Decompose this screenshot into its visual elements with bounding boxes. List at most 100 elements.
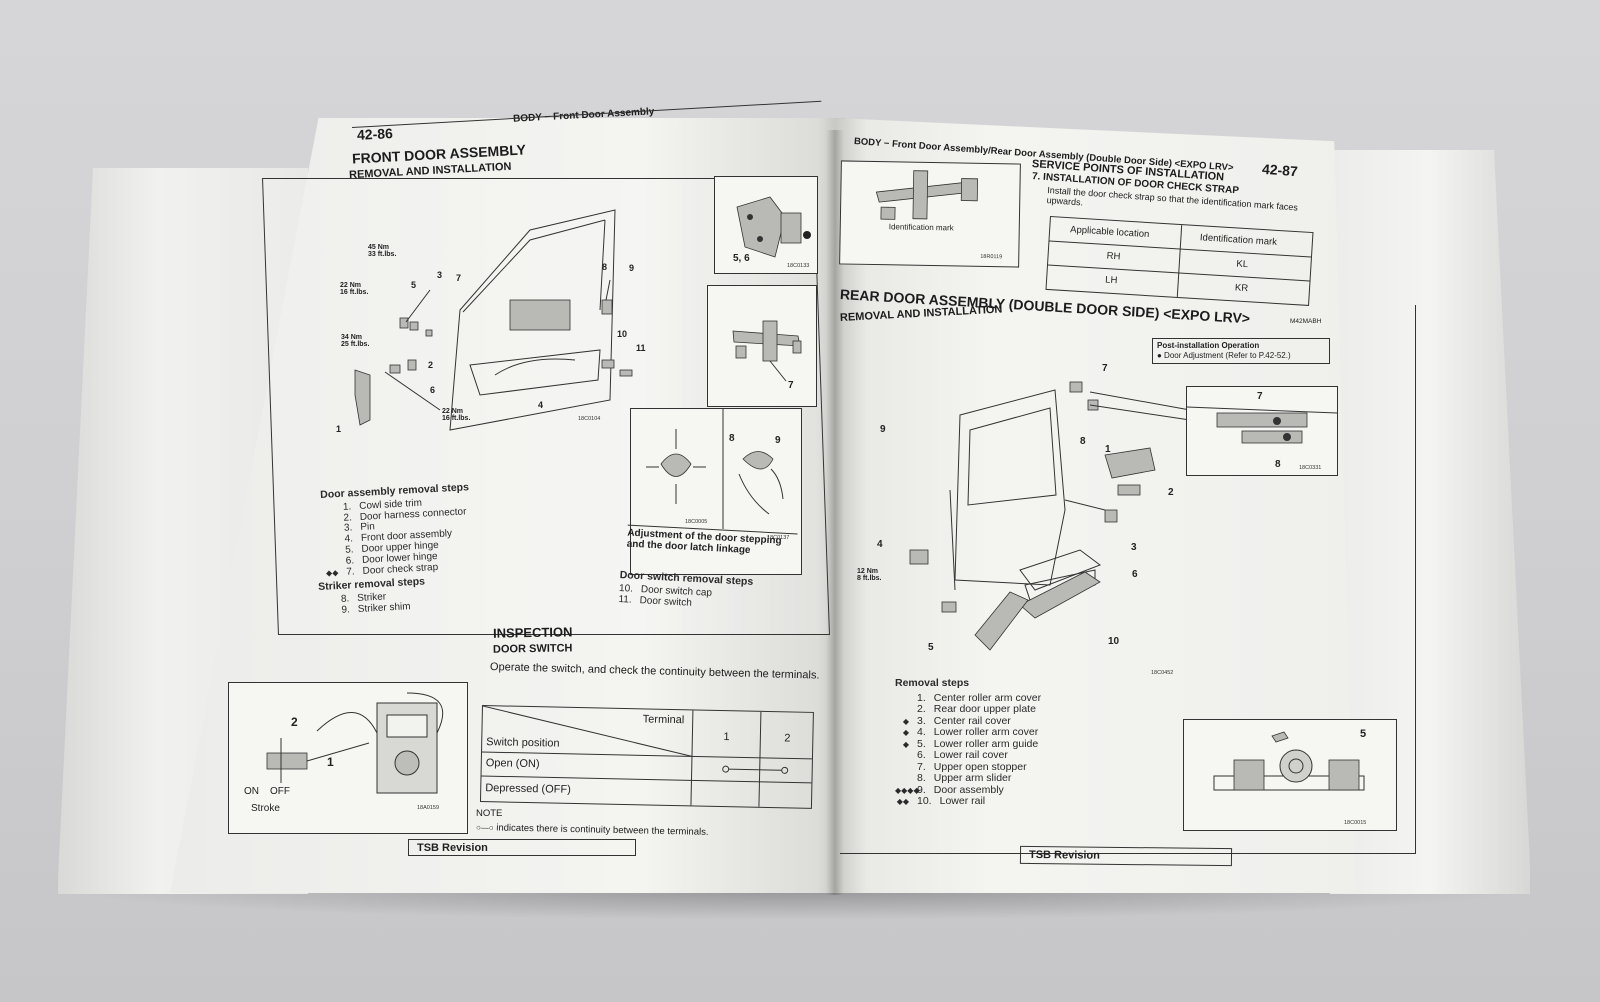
table-row: Depressed (OFF) [485, 782, 571, 796]
table-cell: KR [1234, 282, 1249, 295]
left-page-number: 42-86 [356, 125, 394, 143]
callout-number: 8 [1080, 436, 1086, 447]
table-cell: LH [1104, 274, 1118, 287]
switch-removal-steps: Door switch removal steps 10.Door switch… [618, 569, 753, 612]
inspection-title: INSPECTION [492, 624, 573, 641]
check-strap-inset: 7 [707, 285, 817, 407]
list-item: 7.Upper open stopper [917, 760, 1027, 773]
callout-number: 10 [617, 329, 628, 339]
table-cell: KL [1236, 258, 1249, 271]
callout-number: 4 [877, 539, 883, 550]
striker-adjustment-illustration [646, 409, 784, 529]
tsb-revision-box: TSB Revision [1019, 845, 1233, 867]
list-item: 1.Center roller arm cover [917, 691, 1042, 704]
inset-label: 5, 6 [733, 253, 750, 264]
callout-number: 2 [428, 360, 434, 370]
continuity-table: Terminal Switch position 1 2 Open (ON) D… [479, 705, 814, 809]
callout-number: 7 [456, 273, 462, 283]
figure-code: 18C0331 [1299, 465, 1322, 471]
figure-code: 18C0015 [1344, 820, 1367, 826]
check-strap-illustration [732, 320, 802, 382]
inset-label: 9 [775, 435, 781, 446]
callout-number: 9 [880, 424, 886, 435]
hinge-inset: 5, 6 18C0133 [714, 176, 818, 274]
callout-number: 5 [1360, 728, 1367, 740]
figure-code: 18C0104 [578, 416, 601, 422]
callout-number: 4 [538, 400, 544, 410]
upper-stopper-illustration [1186, 406, 1338, 444]
callout-number: 7 [1102, 363, 1108, 374]
list-item: ◆◆◆◆9.Door assembly [895, 783, 1004, 796]
table-row: Open (ON) [485, 757, 540, 771]
inset-label: 8 [729, 433, 735, 444]
callout-number: 5 [928, 642, 934, 653]
figure-code: 18A0159 [417, 805, 440, 811]
steps-heading: Removal steps [895, 677, 970, 689]
list-item: 8.Upper arm slider [917, 772, 1012, 784]
lower-roller-illustration [1213, 731, 1365, 791]
callout-number: 9 [629, 263, 635, 273]
rear-door-removal-steps: Removal steps 1.Center roller arm cover … [895, 677, 1042, 808]
upper-stopper-inset: 7 8 18C0331 [1186, 386, 1338, 476]
adjustment-inset: 8 9 18C0005 18C0137 Adjustment of the do… [626, 408, 802, 575]
table-cell: RH [1106, 250, 1121, 263]
switch-label: 1 [327, 755, 334, 769]
callout-number: 5 [411, 280, 417, 290]
table-grid [481, 706, 812, 807]
book-gutter [826, 130, 844, 895]
callout-number: 8 [1275, 459, 1281, 470]
list-item: ◆4.Lower roller arm cover [902, 726, 1039, 738]
table-header: Terminal [642, 713, 685, 727]
callout-number: 11 [636, 343, 646, 353]
door-removal-steps: Door assembly removal steps 1.Cowl side … [320, 481, 473, 579]
list-item: ◆5.Lower roller arm guide [902, 737, 1039, 750]
table-header: Switch position [486, 736, 560, 750]
list-item: 2.Rear door upper plate [917, 703, 1036, 715]
identification-inset: Identification mark 18R0119 [839, 160, 1021, 268]
rear-door-exploded-diagram [909, 381, 1191, 651]
figure-code: 18R0119 [980, 253, 1003, 261]
callout-number: 2 [1168, 487, 1174, 498]
right-page-number: 42-87 [1261, 160, 1299, 180]
tsb-revision-box: TSB Revision [408, 839, 636, 856]
multimeter-illustration [266, 692, 444, 794]
door-switch-title: DOOR SWITCH [492, 642, 573, 656]
switch-label: ON [244, 786, 259, 797]
figure-code: 18C0133 [787, 263, 810, 269]
callout-number: 6 [430, 385, 436, 395]
callout-number: 8 [602, 262, 608, 272]
list-item: ◆◆10.Lower rail [896, 795, 986, 807]
table-cell: 2 [784, 732, 791, 745]
post-install-heading: Post-installation Operation [1157, 341, 1260, 350]
striker-removal-steps: Striker removal steps 8.Striker 9.Strike… [318, 575, 427, 617]
check-strap-id-illustration [875, 170, 979, 220]
front-door-exploded-diagram [354, 209, 633, 431]
rear-door-figure-frame [840, 305, 1416, 854]
callout-number: 10 [1108, 636, 1120, 647]
callout-number: 7 [1257, 391, 1263, 402]
switch-label: OFF [270, 786, 290, 797]
door-switch-inset: 2 1 ON OFF Stroke 18A0159 [228, 682, 468, 834]
list-item: 6.Lower rail cover [917, 749, 1008, 761]
table-cell: 1 [723, 731, 730, 744]
list-item: ◆3.Center rail cover [902, 714, 1011, 727]
post-install-item: ● Door Adjustment (Refer to P.42-52.) [1157, 351, 1291, 360]
hinge-illustration [736, 196, 811, 258]
switch-label: 2 [291, 715, 298, 729]
identification-table: Applicable location Identification mark … [1045, 216, 1314, 306]
switch-label: Stroke [251, 803, 280, 814]
callout-number: 3 [437, 270, 443, 280]
table-grid [1047, 225, 1312, 297]
inset-label: 7 [788, 380, 794, 391]
figure-code: 18C0137 [767, 535, 790, 541]
figure-code: 18C0452 [1151, 670, 1174, 676]
figure-code: 18C0005 [685, 519, 708, 525]
callout-number: 6 [1132, 569, 1138, 580]
callout-number: 1 [1105, 444, 1111, 455]
